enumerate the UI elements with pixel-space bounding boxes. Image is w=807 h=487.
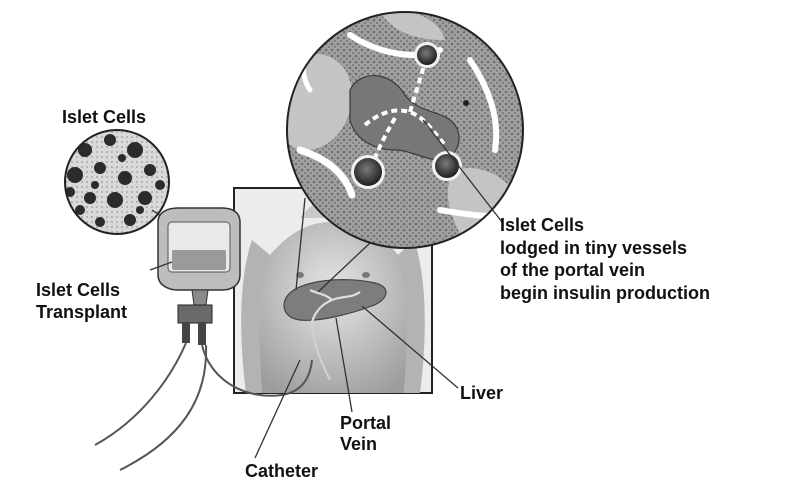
lodged-islet-cell [414, 42, 440, 68]
liver-label: Liver [460, 382, 503, 404]
catheter-label: Catheter [245, 460, 318, 482]
islet-cells-transplant-label: Islet Cells Transplant [36, 279, 127, 323]
transplant-label-line: Transplant [36, 301, 127, 323]
lodged-islet-cell [432, 151, 462, 181]
lodged-islet-cell [351, 155, 385, 189]
lodged-label-line: of the portal vein [500, 259, 710, 282]
portal-vein-label-line: Vein [340, 434, 391, 455]
lodged-label-line: begin insulin production [500, 282, 710, 305]
iv-bag [158, 208, 240, 345]
lodged-label-line: Islet Cells [500, 214, 710, 237]
portal-vein-label-line: Portal [340, 413, 391, 434]
transplant-label-line: Islet Cells [36, 279, 127, 301]
lodged-label-line: lodged in tiny vessels [500, 237, 710, 260]
portal-vein-label: Portal Vein [340, 413, 391, 455]
lodged-islet-cells-label: Islet Cells lodged in tiny vessels of th… [500, 214, 710, 304]
islet-cells-magnified-view [65, 130, 169, 234]
islet-cells-label: Islet Cells [62, 106, 146, 128]
